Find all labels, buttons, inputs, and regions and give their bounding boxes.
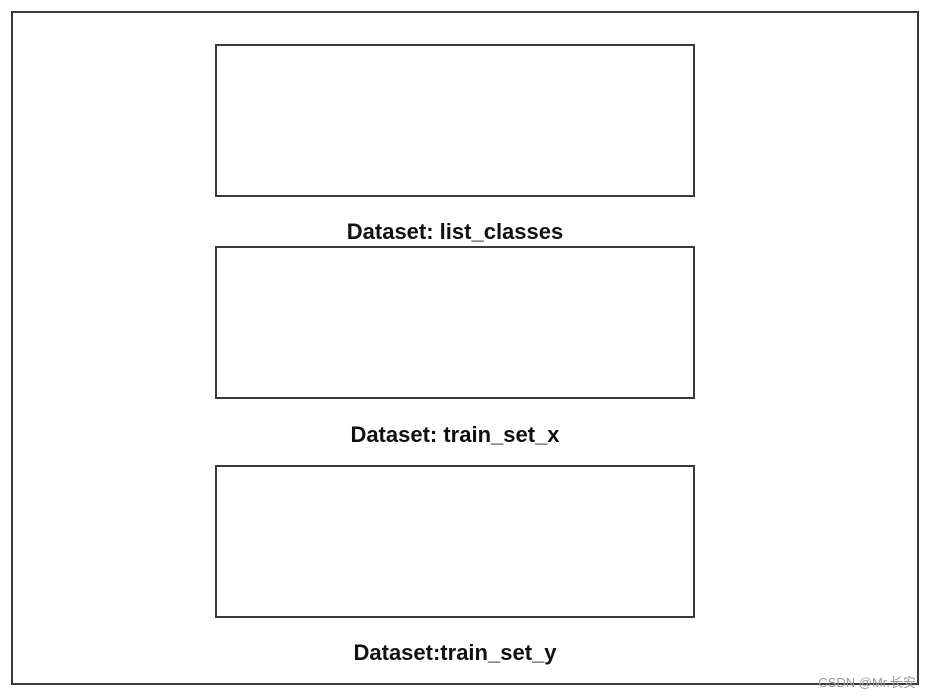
dataset-label-train-set-y: Dataset:train_set_y <box>353 640 557 665</box>
dataset-label-list-classes: Dataset: list_classes <box>346 219 564 244</box>
dataset-label-train-set-x: Dataset: train_set_x <box>350 422 560 447</box>
dataset-box-train-set-y <box>215 465 695 618</box>
watermark: CSDN @Mr.长安 <box>818 675 916 690</box>
dataset-box-list-classes <box>215 44 695 197</box>
diagram-frame <box>11 11 919 685</box>
dataset-box-train-set-x <box>215 246 695 399</box>
